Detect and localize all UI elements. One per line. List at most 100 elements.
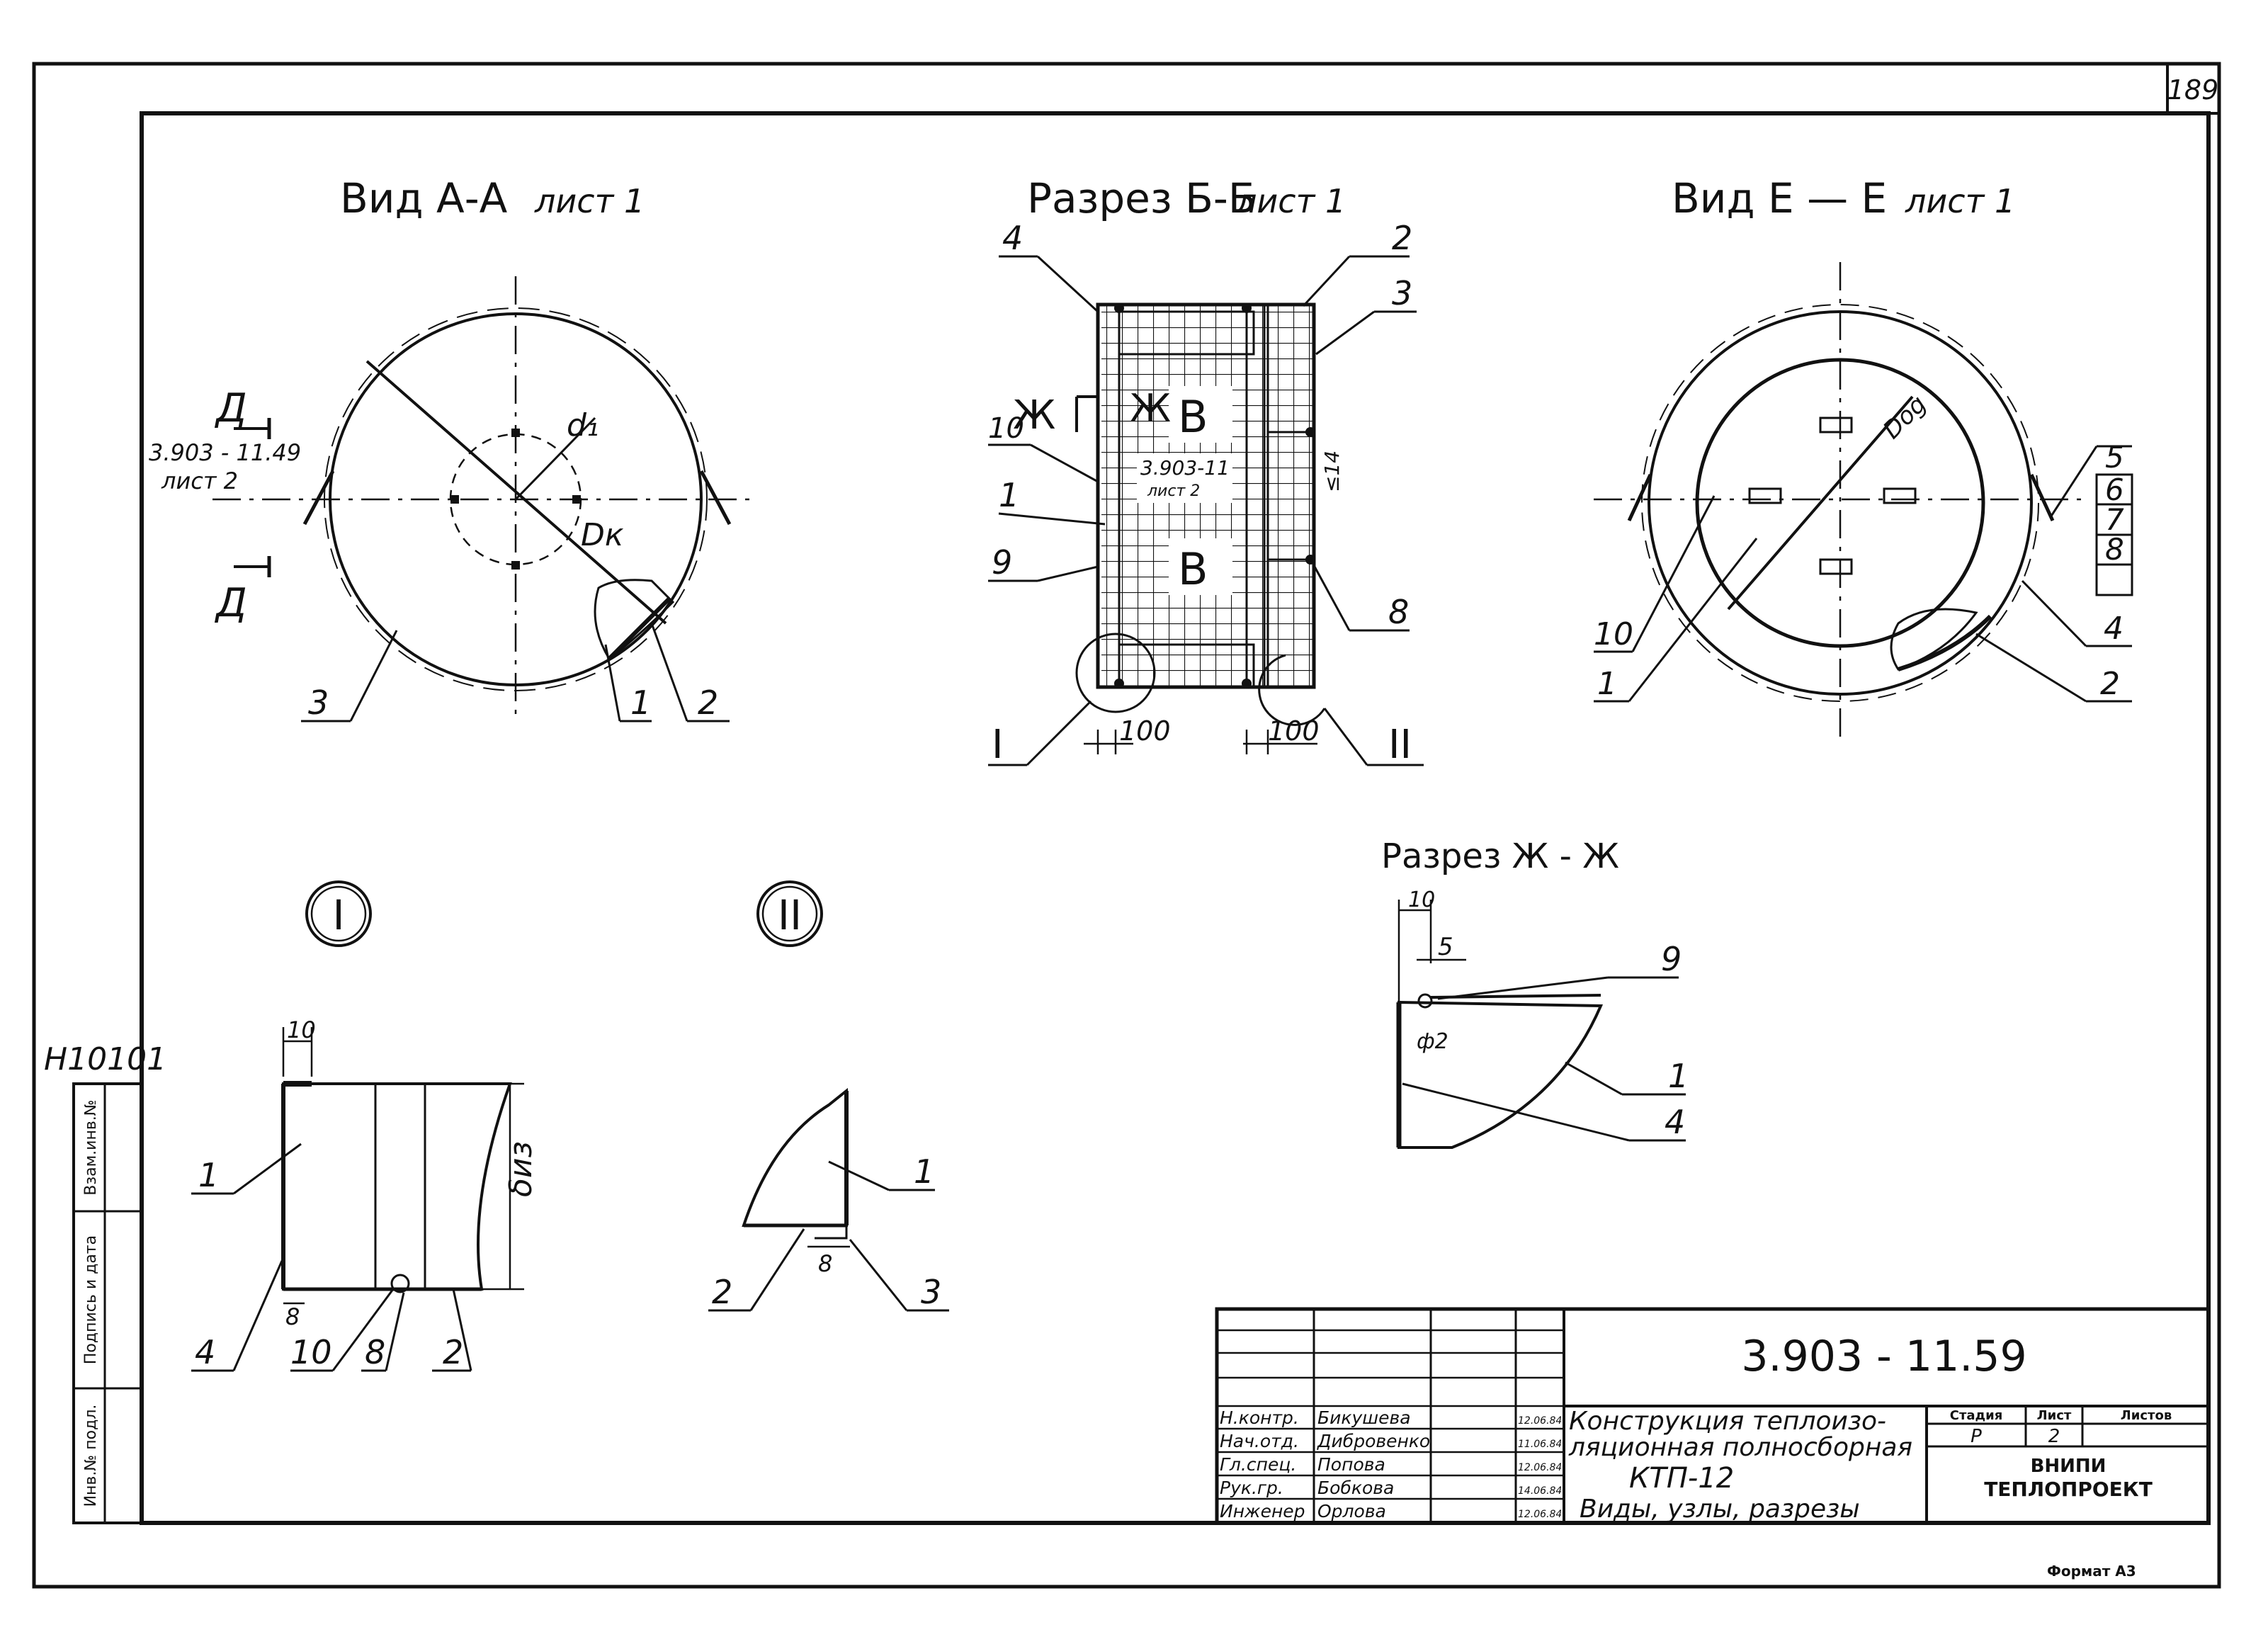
node-ii-callout-3: 3 <box>921 1273 941 1311</box>
outer-frame <box>32 62 2221 1589</box>
view-aa: Вид А-А лист 1 d₁ Dк Д Д 3.903 - 11.49 л… <box>149 174 751 722</box>
view-ee-callout-10: 10 <box>1594 616 1633 652</box>
section-bb-letter-zh-inner: Ж <box>1130 386 1171 431</box>
node-i-dim-10: 10 <box>287 1016 316 1043</box>
view-ee-callout-7: 7 <box>2105 502 2124 537</box>
section-bb-callout-3: 3 <box>1392 274 1412 312</box>
view-ee-callout-6: 6 <box>2105 472 2124 507</box>
stamp-signature-date: Подпись и дата <box>82 1235 100 1364</box>
node-i-callout-1: 1 <box>198 1156 219 1194</box>
section-bb-ref-sheet: лист 2 <box>1147 482 1200 500</box>
node-ii-marker: II <box>778 891 802 939</box>
date-3: 14.06.84 <box>1518 1485 1562 1497</box>
node-i-callout-2: 2 <box>443 1333 463 1371</box>
cut-letter-bottom: Д <box>214 580 247 626</box>
name-1: Дибровенко <box>1317 1431 1430 1451</box>
section-bb-ref-doc: 3.903-11 <box>1140 456 1230 480</box>
role-3: Рук.гр. <box>1220 1478 1283 1498</box>
view-aa-ref-sheet: лист 2 <box>161 468 238 494</box>
section-zhzh-dim-5: 5 <box>1438 933 1453 961</box>
view-ee-callout-4: 4 <box>2104 611 2124 647</box>
section-bb-callout-2: 2 <box>1392 219 1412 257</box>
format-label: Формат А3 <box>2047 1563 2136 1580</box>
node-i: I 10 δиз 8 1 4 10 8 2 <box>191 880 539 1372</box>
archive-code: Н10101 <box>44 1041 166 1077</box>
name-3: Бобкова <box>1317 1478 1394 1498</box>
section-bb-dim-100b: 100 <box>1268 715 1320 747</box>
name-2: Попова <box>1317 1454 1385 1475</box>
stamp-original-inv: Инв.№ подл. <box>82 1405 100 1507</box>
view-aa-callout-3: 3 <box>308 684 329 722</box>
node-ii-callout-2: 2 <box>712 1273 732 1311</box>
side-stamp: Взам.инв.№ Подпись и дата Инв.№ подл. Н1… <box>44 1041 166 1524</box>
section-zhzh-dim-phi2: ф2 <box>1417 1029 1448 1054</box>
node-i-callout-8: 8 <box>365 1333 385 1371</box>
node-i-marker: I <box>332 891 344 939</box>
section-bb-node-i: I <box>992 722 1004 768</box>
inner-frame <box>140 111 2211 1525</box>
view-aa-callout-2: 2 <box>698 684 718 722</box>
org-line-2: ТЕПЛОПРОЕКТ <box>1984 1478 2153 1501</box>
section-bb-callout-1: 1 <box>999 476 1019 514</box>
role-2: Гл.спец. <box>1220 1454 1296 1475</box>
view-ee-callout-8: 8 <box>2105 532 2124 567</box>
col-sheets: Листов <box>2121 1408 2172 1423</box>
node-ii-dim-8: 8 <box>818 1250 832 1277</box>
dim-d1: d₁ <box>567 407 599 443</box>
dim-dog: Dog <box>1878 390 1932 445</box>
section-zhzh-callout-9: 9 <box>1661 940 1682 978</box>
node-i-callout-10: 10 <box>290 1333 332 1371</box>
view-ee-title: Вид Е — Е <box>1672 174 1887 222</box>
section-bb-dim-side: ≤14 <box>1320 450 1344 492</box>
sheet-number: 189 <box>2167 74 2219 106</box>
title-line-4: Виды, узлы, разрезы <box>1580 1495 1860 1524</box>
section-zhzh-callout-1: 1 <box>1668 1057 1689 1095</box>
section-bb-callout-4: 4 <box>1002 219 1023 257</box>
view-ee-callout-1: 1 <box>1597 666 1617 702</box>
date-0: 12.06.84 <box>1518 1415 1562 1427</box>
role-4: Инженер <box>1220 1501 1305 1522</box>
section-zhzh-callout-4: 4 <box>1665 1103 1685 1141</box>
stage-value: Р <box>1971 1426 1982 1447</box>
date-4: 12.06.84 <box>1518 1509 1562 1520</box>
section-bb-letter-v-top: В <box>1178 391 1208 443</box>
title-block: 3.903 - 11.59 Н.контр. Бикушева 12.06.84… <box>1215 1307 2211 1525</box>
role-1: Нач.отд. <box>1220 1431 1299 1451</box>
designation: 3.903 - 11.59 <box>1741 1332 2026 1381</box>
date-2: 12.06.84 <box>1518 1462 1562 1473</box>
view-ee-sheet-ref: лист 1 <box>1905 182 2015 220</box>
node-ii-callout-1: 1 <box>914 1152 934 1191</box>
sheet-value: 2 <box>2048 1426 2060 1447</box>
view-aa-sheet-ref: лист 1 <box>534 182 645 220</box>
section-bb-callout-10: 10 <box>988 412 1024 445</box>
col-sheet: Лист <box>2037 1408 2072 1423</box>
cut-letter-top: Д <box>214 385 247 431</box>
view-aa-title: Вид А-А <box>340 174 508 222</box>
view-aa-ref-doc: 3.903 - 11.49 <box>149 439 301 466</box>
title-line-1: Конструкция теплоизо- <box>1569 1407 1886 1436</box>
name-4: Орлова <box>1317 1501 1386 1522</box>
section-bb-letter-v-bottom: В <box>1178 543 1208 595</box>
section-bb-callout-8: 8 <box>1388 593 1409 631</box>
section-bb: Разрез Б-Б лист 1 В В Ж 3.903-11 лист 2 … <box>988 174 1424 768</box>
role-0: Н.контр. <box>1220 1407 1299 1428</box>
node-i-dim-8: 8 <box>285 1303 300 1330</box>
date-1: 11.06.84 <box>1518 1439 1562 1450</box>
org-line-1: ВНИПИ <box>2031 1456 2107 1477</box>
view-ee-callout-5: 5 <box>2105 440 2124 475</box>
section-bb-dim-100a: 100 <box>1119 715 1171 747</box>
dim-dk: Dк <box>581 517 624 553</box>
name-0: Бикушева <box>1317 1407 1411 1428</box>
section-bb-title: Разрез Б-Б <box>1027 174 1257 222</box>
sheet-number-box: 189 <box>2166 62 2221 115</box>
section-zhzh: Разрез Ж - Ж 10 5 ф2 9 1 4 <box>1381 837 1689 1149</box>
title-line-3: КТП-12 <box>1629 1462 1734 1495</box>
section-bb-node-ii: II <box>1388 722 1412 768</box>
section-bb-letter-zh-cut: Ж <box>1013 392 1055 438</box>
title-line-2: ляционная полносборная <box>1568 1433 1912 1462</box>
node-i-dim-thickness: δиз <box>503 1141 539 1197</box>
view-aa-callout-1: 1 <box>630 684 651 722</box>
node-ii: II 8 1 2 3 <box>708 880 949 1312</box>
view-ee: Вид Е — Е лист 1 Dog 5 6 7 8 10 1 <box>1594 174 2133 744</box>
